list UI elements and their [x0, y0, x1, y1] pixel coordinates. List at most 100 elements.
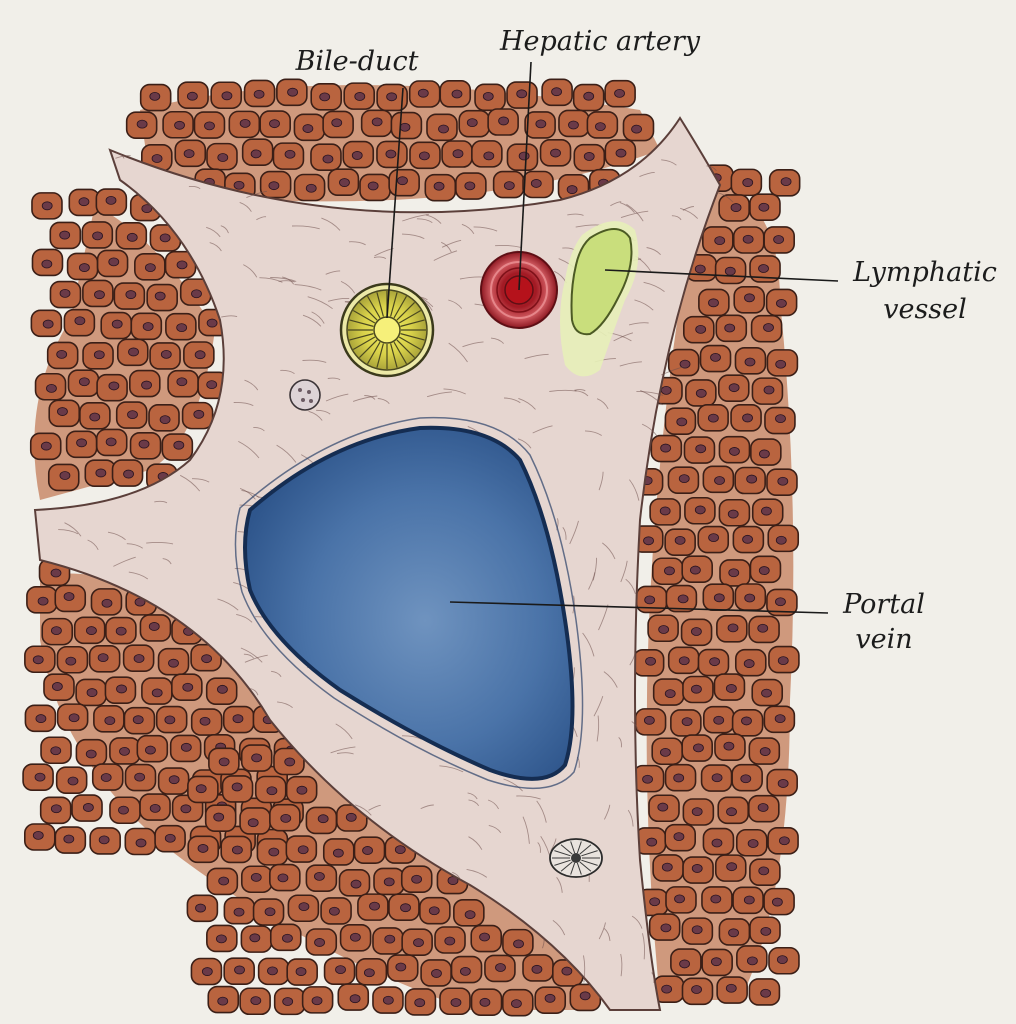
hepatocyte	[718, 918, 751, 946]
hepatocyte	[731, 763, 763, 792]
portal-vein-label-line2: vein	[855, 624, 912, 655]
hepatocyte	[49, 280, 82, 309]
hepatocyte	[730, 168, 763, 197]
hepatocyte	[322, 110, 354, 139]
hepatocyte	[718, 498, 751, 527]
hepatocyte	[748, 794, 780, 823]
hepatocyte	[698, 288, 730, 317]
hepatocyte	[702, 226, 734, 254]
hepatocyte	[506, 81, 538, 109]
bile-duct-leader	[386, 87, 404, 319]
hepatocyte	[23, 823, 56, 851]
hepatocyte	[241, 138, 274, 166]
bile-duct	[339, 282, 435, 378]
hepatocyte	[190, 957, 223, 986]
hepatocyte	[604, 79, 636, 108]
hepatocyte	[734, 347, 767, 375]
hepatocyte	[664, 823, 697, 852]
hepatocyte	[29, 432, 62, 461]
hepatocyte	[65, 430, 98, 459]
hepatocyte	[376, 140, 408, 169]
hepatocyte	[54, 826, 87, 854]
hepatocyte	[376, 83, 408, 112]
hepatocyte	[681, 917, 714, 945]
hepatocyte	[400, 865, 433, 893]
hepatocyte	[767, 524, 800, 553]
hepatocyte	[649, 498, 681, 526]
lymphatic-vessel-label-line2: vessel	[883, 294, 967, 325]
hepatocyte	[766, 768, 798, 797]
hepatocyte	[24, 704, 57, 733]
hepatocyte	[89, 827, 121, 855]
hepatocyte	[243, 79, 276, 108]
hepatocyte	[75, 678, 107, 707]
hepatocyte	[109, 796, 141, 825]
hepatocyte	[748, 978, 781, 1006]
hepatocyte	[651, 557, 684, 586]
hepatocyte	[664, 407, 697, 435]
hepatocyte	[63, 308, 96, 337]
hepatocyte	[353, 836, 386, 865]
hepatocyte	[125, 111, 158, 139]
hepatocyte	[682, 675, 714, 704]
hepatocyte	[34, 372, 67, 401]
hepatocyte	[205, 677, 238, 705]
hepatocyte	[239, 987, 271, 1016]
hepatocyte	[682, 798, 715, 826]
hepatocyte	[204, 804, 237, 832]
bile-duct-epithelium	[348, 291, 426, 369]
hepatocyte	[718, 435, 751, 464]
small-vein	[549, 838, 603, 878]
hepatocyte	[748, 737, 781, 765]
hepatocyte	[48, 399, 81, 428]
hepatocyte	[337, 983, 370, 1011]
hepatocyte	[273, 987, 306, 1016]
hepatocyte-cells	[22, 78, 801, 1017]
lymphatic-vessel	[560, 221, 639, 377]
hepatocyte	[681, 977, 714, 1006]
hepatocyte	[749, 555, 782, 584]
hepatocyte	[388, 168, 420, 197]
hepatocyte	[56, 645, 89, 674]
hepatocyte	[732, 886, 764, 915]
hepatocyte	[95, 188, 128, 216]
hepatocyte	[355, 958, 388, 986]
hepatocyte	[680, 618, 713, 647]
hepatic-artery-label: Hepatic artery	[499, 26, 701, 57]
hepatocyte	[285, 835, 318, 863]
hepatocyte	[751, 377, 784, 405]
hepatocyte	[339, 923, 372, 952]
hepatocyte	[259, 170, 292, 199]
hepatocyte	[164, 250, 197, 279]
hepatocyte	[342, 140, 375, 169]
hepatocyte	[310, 143, 342, 171]
hepatocyte	[66, 252, 99, 281]
hepatocyte	[700, 764, 733, 792]
hepatocyte	[651, 737, 683, 766]
hepatocyte	[685, 379, 717, 407]
hepatocyte	[573, 143, 606, 172]
hepatocyte	[129, 432, 162, 460]
hepatocyte	[305, 864, 338, 893]
hepatocyte	[148, 403, 180, 432]
hepatocyte	[67, 369, 100, 397]
hepatocyte	[732, 525, 765, 554]
hepatocyte	[408, 80, 441, 108]
hepatocyte	[522, 170, 554, 199]
hepatocyte	[26, 586, 58, 614]
hepatocyte	[252, 898, 285, 926]
hepatocyte	[767, 827, 799, 855]
hepatocyte	[221, 775, 254, 803]
hepatocyte	[716, 614, 748, 643]
hepatocyte	[569, 983, 602, 1012]
hepatocyte	[586, 111, 619, 139]
hepatocyte	[257, 957, 290, 986]
hepatocyte	[450, 955, 483, 984]
hepatocyte	[254, 775, 287, 804]
hepatocyte	[664, 528, 696, 556]
hepatocyte	[56, 703, 89, 731]
hepatocyte	[648, 913, 681, 941]
hepatocyte	[682, 856, 714, 884]
hepatocyte	[149, 342, 181, 370]
